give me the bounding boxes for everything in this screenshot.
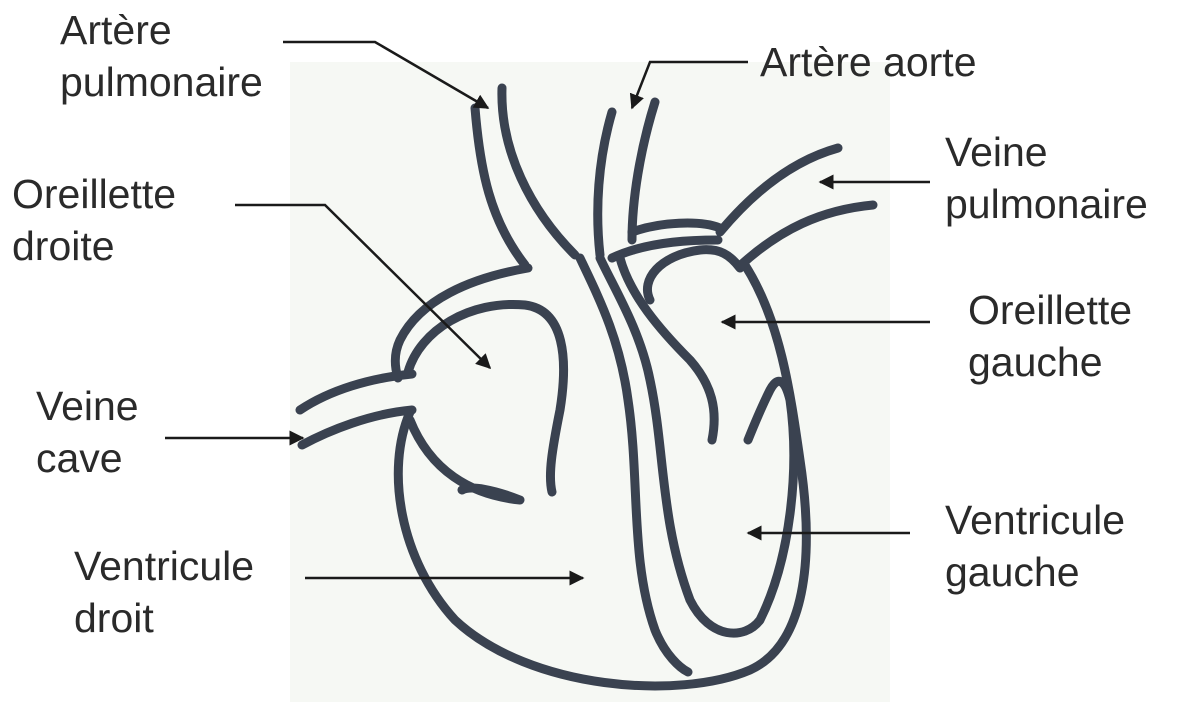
label-right-atrium-line1: Oreillette	[12, 168, 176, 220]
label-pulmonary-artery-line1: Artère	[60, 4, 263, 56]
label-left-atrium: Oreillette gauche	[968, 284, 1132, 388]
label-left-ventricle: Ventricule gauche	[945, 494, 1125, 598]
label-pulmonary-vein: Veine pulmonaire	[945, 126, 1148, 230]
label-right-ventricle-line2: droit	[74, 592, 254, 644]
label-right-atrium: Oreillette droite	[12, 168, 176, 272]
label-pulmonary-artery-line2: pulmonaire	[60, 56, 263, 108]
label-vena-cava: Veine cave	[36, 380, 139, 484]
label-vena-cava-line1: Veine	[36, 380, 139, 432]
label-left-ventricle-line2: gauche	[945, 546, 1125, 598]
label-pulmonary-artery: Artère pulmonaire	[60, 4, 263, 108]
label-left-atrium-line2: gauche	[968, 336, 1132, 388]
label-aorta-line1: Artère aorte	[760, 36, 977, 88]
label-right-ventricle-line1: Ventricule	[74, 540, 254, 592]
label-pulmonary-vein-line1: Veine	[945, 126, 1148, 178]
label-left-ventricle-line1: Ventricule	[945, 494, 1125, 546]
label-aorta: Artère aorte	[760, 36, 977, 88]
label-right-atrium-line2: droite	[12, 220, 176, 272]
label-left-atrium-line1: Oreillette	[968, 284, 1132, 336]
label-vena-cava-line2: cave	[36, 432, 139, 484]
label-pulmonary-vein-line2: pulmonaire	[945, 178, 1148, 230]
label-right-ventricle: Ventricule droit	[74, 540, 254, 644]
